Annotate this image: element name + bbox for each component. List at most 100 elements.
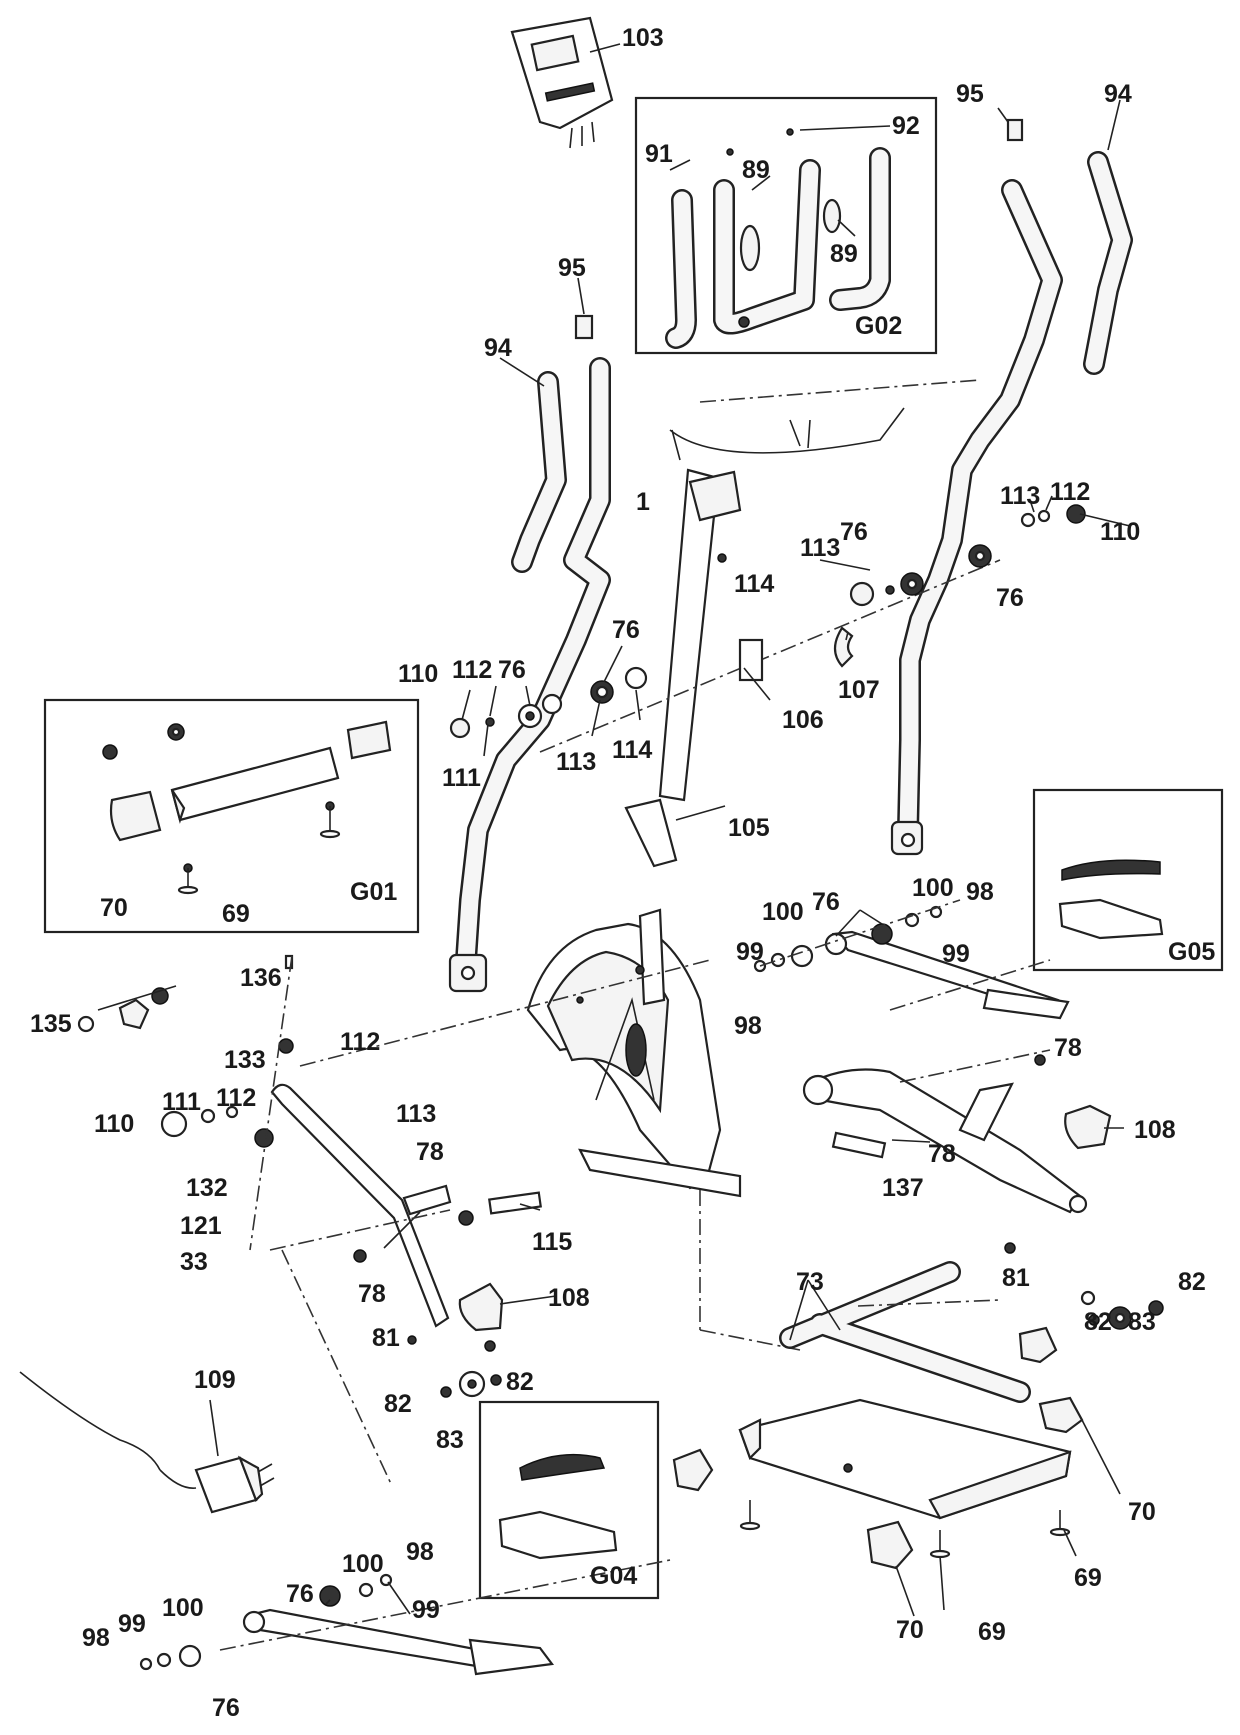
label-113-mid: 113 xyxy=(800,534,840,562)
label-76-center: 76 xyxy=(612,616,640,644)
pedal-g04 xyxy=(498,1453,618,1560)
label-106: 106 xyxy=(782,706,824,734)
label-94-left: 94 xyxy=(484,334,512,362)
label-137: 137 xyxy=(882,1174,924,1202)
label-69-right: 69 xyxy=(1074,1564,1102,1592)
label-g02: G02 xyxy=(855,312,902,340)
label-100-bottom: 100 xyxy=(342,1550,384,1578)
label-78-mid-right: 78 xyxy=(928,1140,956,1168)
label-70-g01: 70 xyxy=(100,894,128,922)
power-adapter xyxy=(19,1371,275,1514)
label-33: 33 xyxy=(180,1248,208,1276)
label-83-right: 83 xyxy=(1128,1308,1156,1336)
handle-bolt-95-top xyxy=(997,107,1024,142)
label-110-right: 110 xyxy=(1100,518,1140,546)
label-76-pedal: 76 xyxy=(812,888,840,916)
label-135: 135 xyxy=(30,1010,72,1038)
label-76-left: 76 xyxy=(498,656,526,684)
label-73: 73 xyxy=(796,1268,824,1296)
label-113-right: 113 xyxy=(1000,482,1040,510)
console-monitor xyxy=(510,16,621,149)
label-89-right: 89 xyxy=(830,240,858,268)
label-76-mid: 76 xyxy=(840,518,868,546)
detail-box-g05 xyxy=(1032,788,1224,972)
pedal-g05 xyxy=(1058,859,1164,940)
main-frame-shroud xyxy=(526,908,742,1198)
label-g04: G04 xyxy=(590,1562,637,1590)
label-112-lower-left: 112 xyxy=(216,1084,256,1112)
label-69-g01: 69 xyxy=(222,900,250,928)
detail-box-g04 xyxy=(478,1400,660,1600)
label-99-mid: 99 xyxy=(736,938,764,966)
label-92: 92 xyxy=(892,112,920,140)
detail-box-g01 xyxy=(43,698,420,934)
label-98-bottom: 98 xyxy=(406,1538,434,1566)
label-g01: G01 xyxy=(350,878,397,906)
label-82-left-2: 82 xyxy=(506,1368,534,1396)
handlebar-set-g02 xyxy=(665,125,891,349)
rear-base-frame xyxy=(672,1190,1164,1570)
label-105: 105 xyxy=(728,814,770,842)
label-115: 115 xyxy=(532,1228,572,1256)
label-98-mid: 98 xyxy=(734,1012,762,1040)
front-upright-post xyxy=(658,407,905,802)
label-99-bottom-left: 99 xyxy=(118,1610,146,1638)
label-112-left: 112 xyxy=(452,656,492,684)
seat-post-cover xyxy=(624,798,726,868)
label-82-left: 82 xyxy=(384,1390,412,1418)
label-82-right-2: 82 xyxy=(1178,1268,1206,1296)
label-109: 109 xyxy=(194,1366,236,1394)
label-113-left: 113 xyxy=(556,748,596,776)
label-69-bottom: 69 xyxy=(978,1618,1006,1646)
label-76-bottom: 76 xyxy=(286,1580,314,1608)
label-70-right: 70 xyxy=(1128,1498,1156,1526)
front-stabilizer-g01 xyxy=(102,720,392,895)
label-78-right: 78 xyxy=(1054,1034,1082,1062)
label-89-left: 89 xyxy=(742,156,770,184)
label-82-right: 82 xyxy=(1084,1308,1112,1336)
label-113-lower: 113 xyxy=(396,1100,436,1128)
label-78-upper-left: 78 xyxy=(416,1138,444,1166)
label-100-right: 100 xyxy=(912,874,954,902)
label-76-right: 76 xyxy=(996,584,1024,612)
label-132: 132 xyxy=(186,1174,228,1202)
left-pedal-arm xyxy=(139,1559,671,1676)
label-103: 103 xyxy=(622,24,664,52)
left-arm-parts xyxy=(353,1191,542,1398)
label-98-right: 98 xyxy=(966,878,994,906)
label-114-left: 114 xyxy=(612,736,652,764)
right-handlebar xyxy=(897,179,1063,841)
label-95-top: 95 xyxy=(956,80,984,108)
label-107: 107 xyxy=(838,676,880,704)
label-98-bottom-left: 98 xyxy=(82,1624,110,1652)
label-99-bottom: 99 xyxy=(412,1596,440,1624)
label-95-left: 95 xyxy=(558,254,586,282)
label-110-lower: 110 xyxy=(94,1110,134,1138)
label-78-lower-left: 78 xyxy=(358,1280,386,1308)
label-100-bottom-left: 100 xyxy=(162,1594,204,1622)
label-110-left: 110 xyxy=(398,660,438,688)
label-108-right: 108 xyxy=(1134,1116,1176,1144)
label-112-lower: 112 xyxy=(340,1028,380,1056)
label-70-bottom: 70 xyxy=(896,1616,924,1644)
label-100-mid: 100 xyxy=(762,898,804,926)
label-121: 121 xyxy=(180,1212,222,1240)
label-91: 91 xyxy=(645,140,673,168)
label-81-left: 81 xyxy=(372,1324,400,1352)
label-111-left: 111 xyxy=(442,764,481,792)
label-99-right: 99 xyxy=(942,940,970,968)
detail-box-g02 xyxy=(634,96,938,355)
right-crank-arm xyxy=(802,959,1112,1214)
label-83-left: 83 xyxy=(436,1426,464,1454)
leader-lines xyxy=(325,495,1131,1617)
label-112-right: 112 xyxy=(1050,478,1090,506)
handle-bolt-95-left xyxy=(574,277,594,340)
right-pedal-arm xyxy=(753,899,1070,1020)
label-133: 133 xyxy=(224,1046,266,1074)
label-136: 136 xyxy=(240,964,282,992)
label-g05: G05 xyxy=(1168,938,1215,966)
label-94-top: 94 xyxy=(1104,80,1132,108)
part-labels: 103 92 91 89 89 G02 95 94 95 94 1 113 11… xyxy=(30,24,1215,1722)
left-crank-arm xyxy=(77,954,711,1487)
